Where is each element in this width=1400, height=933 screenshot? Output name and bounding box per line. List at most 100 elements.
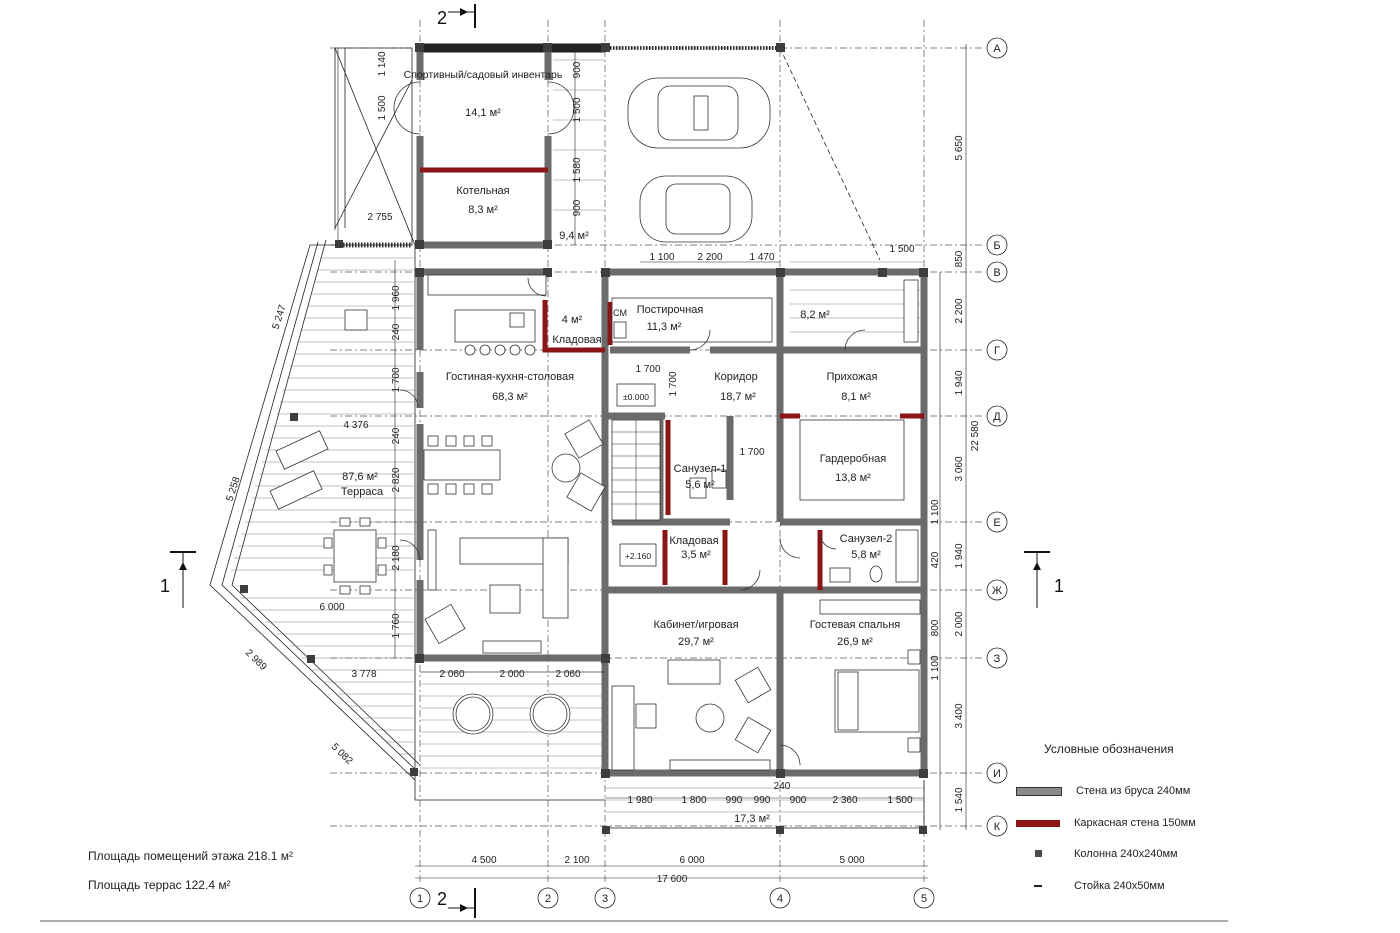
room-area: 68,3 м² — [492, 391, 528, 403]
room-name: Санузел-2 — [840, 533, 893, 545]
room-name: Прихожая — [827, 371, 878, 383]
room-area: 5,8 м² — [851, 549, 881, 561]
dimension-text: 2 755 — [367, 212, 392, 223]
dimension-text: 1 700 — [635, 364, 660, 375]
room-name: Кладовая — [669, 535, 718, 547]
dimension-text: 240 — [391, 323, 402, 340]
room-name: Терраса — [341, 486, 384, 498]
room-name: Гардеробная — [820, 453, 887, 465]
room-area: 17,3 м² — [734, 813, 770, 825]
dimension-text: 4 376 — [343, 420, 368, 431]
dimension-text: 2 200 — [697, 252, 722, 263]
dimension-text: 22 580 — [970, 420, 981, 451]
legend-item: Стойка 240х50мм — [1016, 878, 1165, 894]
dimension-text: 1 700 — [391, 367, 402, 392]
room-name: Коридор — [714, 371, 757, 383]
room-area: 9,4 м² — [559, 230, 589, 242]
axis-label: Б — [993, 240, 1000, 252]
room-name: Гостевая спальня — [810, 619, 901, 631]
axis-label: Е — [993, 517, 1000, 529]
level-mark: ±0.000 — [623, 392, 649, 402]
car-icon — [639, 175, 753, 243]
dimension-text: 1 800 — [681, 795, 706, 806]
room-area: 18,7 м² — [720, 391, 756, 403]
room-name: Постирочная — [637, 304, 704, 316]
room-area: 5,6 м² — [685, 479, 715, 491]
dimension-text: 1 500 — [887, 795, 912, 806]
room-name: Кабинет/игровая — [653, 619, 738, 631]
axis-label: 5 — [921, 893, 927, 905]
dimension-text: 17 600 — [657, 874, 688, 885]
dimension-text: 420 — [930, 551, 941, 568]
room-area: 29,7 м² — [678, 636, 714, 648]
axis-label: Ж — [992, 585, 1002, 597]
legend-title: Условные обозначения — [1044, 742, 1174, 756]
room-area: 13,8 м² — [835, 472, 871, 484]
dimension-text: 1 100 — [649, 252, 674, 263]
dimension-text: 800 — [930, 619, 941, 636]
floor-area-note: Площадь помещений этажа 218.1 м² — [88, 849, 293, 863]
room-area: 3,5 м² — [681, 549, 711, 561]
dimension-text: 1 100 — [930, 655, 941, 680]
axis-label: Д — [993, 411, 1001, 423]
dimension-text: 2 200 — [954, 298, 965, 323]
room-name: Спортивный/садовый инвентарь — [404, 69, 563, 81]
dimension-text: 1 980 — [627, 795, 652, 806]
legend-label: Каркасная стена 150мм — [1074, 817, 1196, 829]
dimension-text: 240 — [774, 781, 791, 792]
level-mark: +2.160 — [625, 551, 652, 561]
section-mark-label: 2 — [437, 889, 447, 909]
dimension-text: 1 470 — [749, 252, 774, 263]
axis-label: 1 — [417, 893, 423, 905]
axis-label: 3 — [602, 893, 608, 905]
legend-label: Колонна 240х240мм — [1074, 848, 1178, 860]
dimension-text: 990 — [754, 795, 771, 806]
dimension-lines — [337, 44, 967, 879]
dimension-text: 850 — [954, 250, 965, 267]
room-labels: Спортивный/садовый инвентарь 14,1 м² Кот… — [341, 69, 900, 825]
room-area: 26,9 м² — [837, 636, 873, 648]
room-area: 8,2 м² — [800, 309, 830, 321]
dimension-text: 1 500 — [377, 95, 388, 120]
dimension-text: 1 940 — [954, 370, 965, 395]
room-area: 87,6 м² — [342, 471, 378, 483]
room-area: 4 м² — [562, 314, 583, 326]
dimension-text: 1 940 — [954, 543, 965, 568]
dimension-text: 2 180 — [391, 545, 402, 570]
wall-150-swatch — [1016, 819, 1060, 827]
dimension-text: 1 960 — [391, 285, 402, 310]
column-swatch — [1016, 848, 1060, 860]
dimension-text: 2 360 — [832, 795, 857, 806]
legend-item: Стена из бруса 240мм — [1016, 783, 1190, 799]
dimension-text: 1 540 — [954, 787, 965, 812]
dimension-text: 1 500 — [572, 97, 583, 122]
dimension-text: 5 082 — [329, 742, 355, 768]
dimension-text: 6 000 — [679, 855, 704, 866]
dimension-text: 4 500 — [471, 855, 496, 866]
timber-walls — [416, 43, 928, 777]
legend-label: Стена из бруса 240мм — [1076, 785, 1191, 797]
dimension-text: 2 000 — [954, 611, 965, 636]
dimension-text: 2 989 — [243, 648, 269, 674]
room-name: Санузел-1 — [674, 463, 727, 475]
dimension-text: 6 000 — [319, 602, 344, 613]
room-name: СМ — [613, 308, 627, 318]
dimension-text: 3 400 — [954, 703, 965, 728]
dimension-text: 5 650 — [954, 135, 965, 160]
dimension-text: 3 778 — [351, 669, 376, 680]
axis-label: З — [994, 653, 1001, 665]
furniture — [269, 77, 921, 771]
axis-label: Г — [994, 345, 1000, 357]
post-swatch — [1016, 880, 1060, 892]
dimension-text: 2 060 — [439, 669, 464, 680]
legend-item: Каркасная стена 150мм — [1016, 815, 1196, 831]
room-name: Котельная — [456, 185, 509, 197]
doors — [393, 81, 866, 766]
carport-fence — [340, 46, 778, 248]
car-icon — [627, 77, 771, 149]
frame-walls — [420, 167, 924, 590]
section-marks — [170, 4, 1050, 918]
dimension-text: 1 700 — [739, 447, 764, 458]
wall-240-swatch — [1016, 786, 1062, 796]
dimension-text: 1 700 — [668, 371, 679, 396]
